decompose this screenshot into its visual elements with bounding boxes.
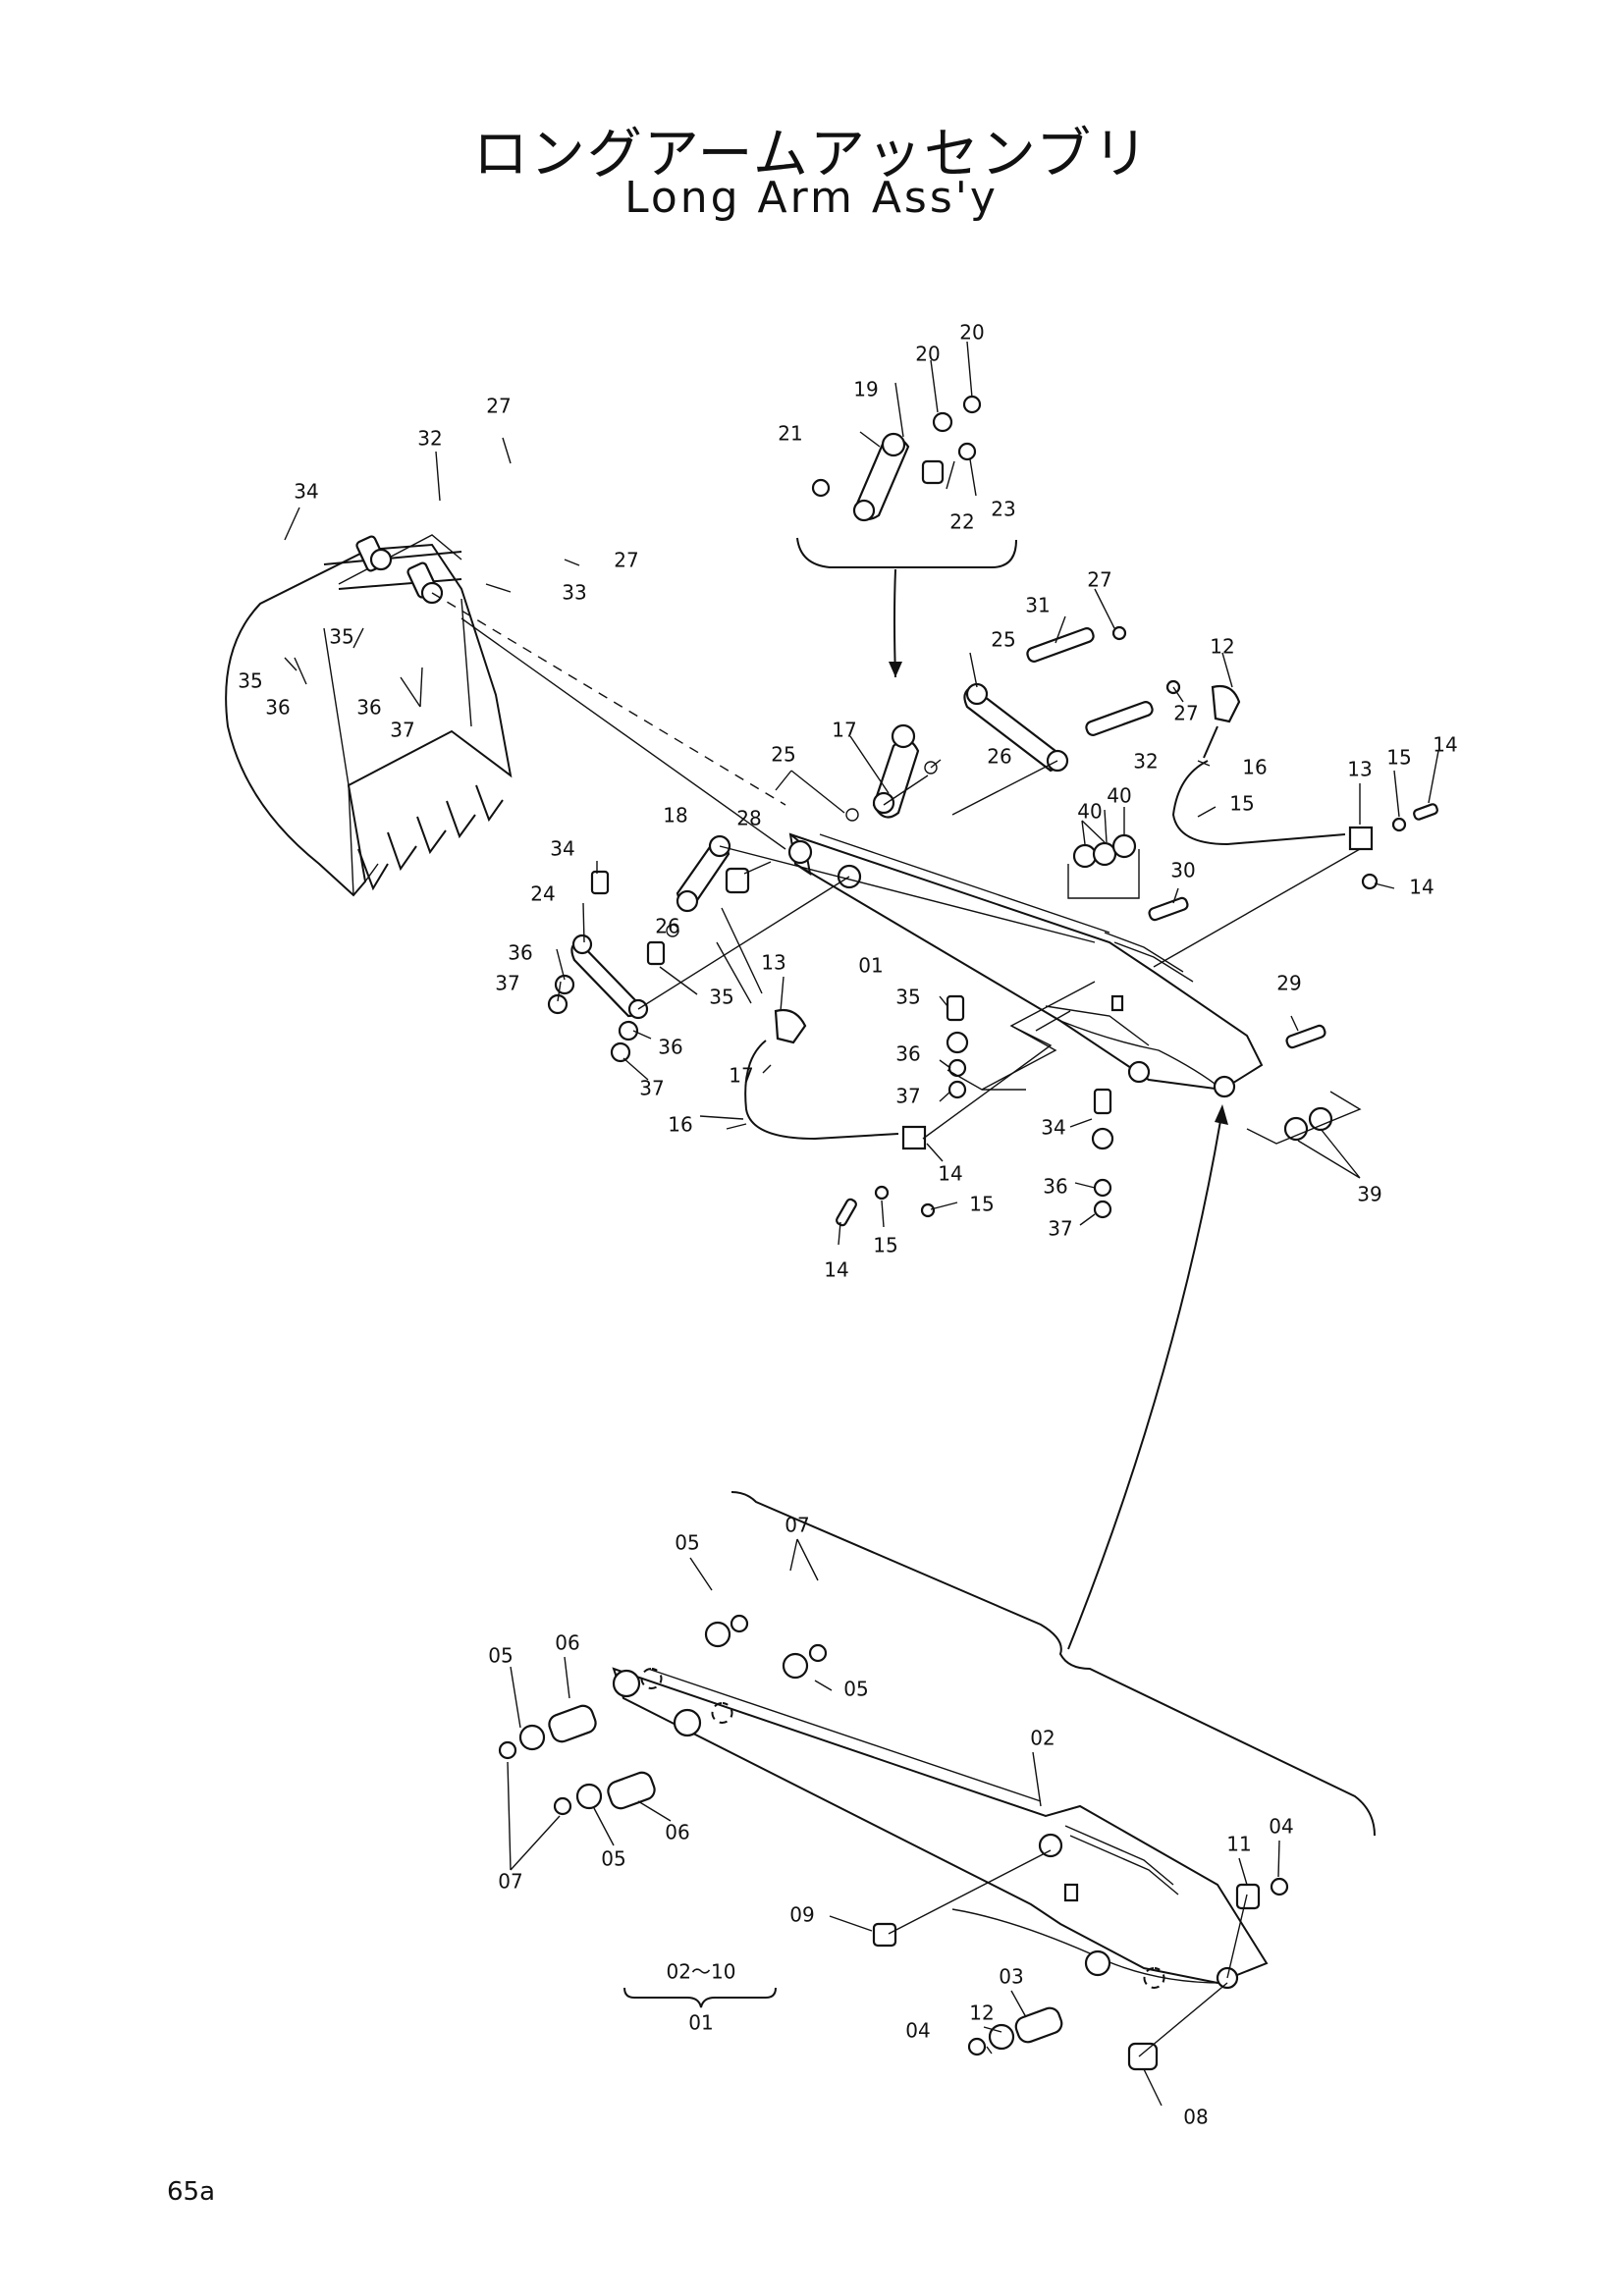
title-japanese: ロングアームアッセンブリ bbox=[472, 123, 1151, 187]
label-37-f: 37 bbox=[1048, 1217, 1072, 1241]
label-05-b: 05 bbox=[843, 1678, 868, 1701]
label-06-b: 06 bbox=[665, 1821, 689, 1844]
arm-lower bbox=[612, 1667, 1269, 1990]
part-labels: 27 32 34 27 33 35 35 36 36 37 20 20 19 2… bbox=[238, 321, 1457, 2129]
label-07-a: 07 bbox=[784, 1514, 809, 1537]
link-parts-left bbox=[547, 834, 1096, 1063]
label-14-b: 14 bbox=[824, 1258, 848, 1282]
label-09: 09 bbox=[789, 1903, 814, 1927]
label-14-a: 14 bbox=[1433, 733, 1457, 757]
label-20-b: 21 bbox=[778, 422, 802, 446]
label-36-a: 35 bbox=[238, 669, 262, 693]
label-26-a: 25 bbox=[771, 743, 795, 767]
label-33-a: 32 bbox=[417, 427, 442, 451]
label-07-b: 07 bbox=[498, 1870, 522, 1894]
label-02: 02 bbox=[1030, 1727, 1055, 1750]
label-27-d: 27 bbox=[1173, 702, 1198, 725]
label-27-b: 27 bbox=[614, 549, 638, 572]
label-06-a: 06 bbox=[555, 1631, 579, 1655]
label-15-b: 15 bbox=[873, 1234, 897, 1257]
label-27-a: 27 bbox=[486, 395, 511, 418]
label-23: 24 bbox=[530, 882, 555, 906]
hose-left bbox=[744, 981, 1096, 1227]
label-37-d: 37 bbox=[639, 1077, 664, 1100]
label-32: 32 bbox=[1133, 750, 1158, 774]
label-40-a: 40 bbox=[1107, 784, 1131, 808]
label-10-a: 11 bbox=[1226, 1833, 1251, 1856]
link-parts-upper bbox=[845, 625, 1181, 822]
label-36-e: 36 bbox=[895, 1042, 920, 1066]
label-39: 40 bbox=[1077, 800, 1102, 824]
hose-right bbox=[1153, 684, 1438, 968]
label-37-e: 37 bbox=[895, 1085, 920, 1108]
hardware-center bbox=[946, 833, 1362, 1219]
label-11-b: 13 bbox=[761, 951, 785, 975]
range-note-bottom: 01 bbox=[688, 2011, 713, 2035]
label-25-b: 16 bbox=[668, 1113, 692, 1137]
label-34-a: 34 bbox=[550, 837, 574, 861]
label-35-a: 34 bbox=[294, 480, 318, 504]
label-35-d: 35 bbox=[895, 986, 920, 1009]
label-12-b: 14 bbox=[938, 1162, 962, 1186]
label-27-c: 27 bbox=[1087, 568, 1111, 592]
label-22: 23 bbox=[991, 498, 1015, 521]
label-08: 08 bbox=[1183, 2106, 1208, 2129]
label-18: 19 bbox=[853, 378, 878, 401]
leader-lines bbox=[284, 341, 1439, 2107]
label-28: 28 bbox=[736, 807, 761, 830]
range-note bbox=[623, 1987, 777, 2008]
label-36-d: 36 bbox=[658, 1036, 682, 1059]
label-24: 25 bbox=[991, 628, 1015, 652]
label-17-b: 18 bbox=[663, 804, 687, 828]
label-29: 29 bbox=[1276, 972, 1301, 995]
label-37-a: 36 bbox=[265, 696, 290, 720]
label-37-c: 37 bbox=[495, 972, 519, 995]
label-35-b: 35 bbox=[329, 625, 353, 649]
label-31: 31 bbox=[1025, 594, 1050, 617]
label-13-b: 15 bbox=[969, 1193, 994, 1216]
range-note-top: 02～10 bbox=[667, 1960, 736, 1984]
label-03: 03 bbox=[999, 1965, 1023, 1989]
label-15-a: 15 bbox=[1386, 746, 1411, 770]
label-30: 30 bbox=[1170, 859, 1195, 882]
label-36-c: 36 bbox=[508, 941, 532, 965]
label-34-b: 34 bbox=[1041, 1116, 1065, 1140]
label-37-b: 37 bbox=[390, 719, 414, 742]
label-04-b: 04 bbox=[905, 2019, 930, 2043]
label-12-a: 13 bbox=[1347, 758, 1372, 781]
label-05-d: 05 bbox=[601, 1847, 625, 1871]
arm-assembly-upper bbox=[787, 832, 1264, 1098]
label-01-a: 01 bbox=[858, 954, 883, 978]
label-26-b: 26 bbox=[987, 745, 1011, 769]
label-21: 22 bbox=[949, 510, 974, 534]
label-05-a: 05 bbox=[675, 1531, 699, 1555]
label-11-a: 12 bbox=[1210, 635, 1234, 659]
label-26-c: 26 bbox=[655, 915, 679, 938]
title-english: Long Arm Ass'y bbox=[624, 173, 999, 223]
label-04-a: 04 bbox=[1269, 1815, 1293, 1839]
label-05-c: 05 bbox=[488, 1644, 513, 1668]
label-13-a: 14 bbox=[1409, 876, 1434, 899]
label-19: 20 bbox=[915, 343, 940, 366]
link-detail-inset bbox=[796, 395, 1017, 678]
label-10-b: 12 bbox=[969, 2002, 994, 2025]
label-38: 39 bbox=[1357, 1183, 1381, 1206]
label-35-c: 35 bbox=[709, 986, 733, 1009]
label-36-b: 36 bbox=[356, 696, 381, 720]
label-36-f: 36 bbox=[1043, 1175, 1067, 1199]
label-16-b: 17 bbox=[729, 1064, 753, 1088]
label-17-a: 17 bbox=[832, 719, 856, 742]
page-number: 65a bbox=[167, 2177, 216, 2207]
label-20-a: 20 bbox=[959, 321, 984, 345]
bucket-teeth bbox=[357, 784, 504, 891]
label-25-a: 15 bbox=[1229, 792, 1254, 816]
label-16-a: 16 bbox=[1242, 756, 1267, 779]
label-33-b: 33 bbox=[562, 581, 586, 605]
bushings-lower bbox=[498, 1614, 1289, 2071]
